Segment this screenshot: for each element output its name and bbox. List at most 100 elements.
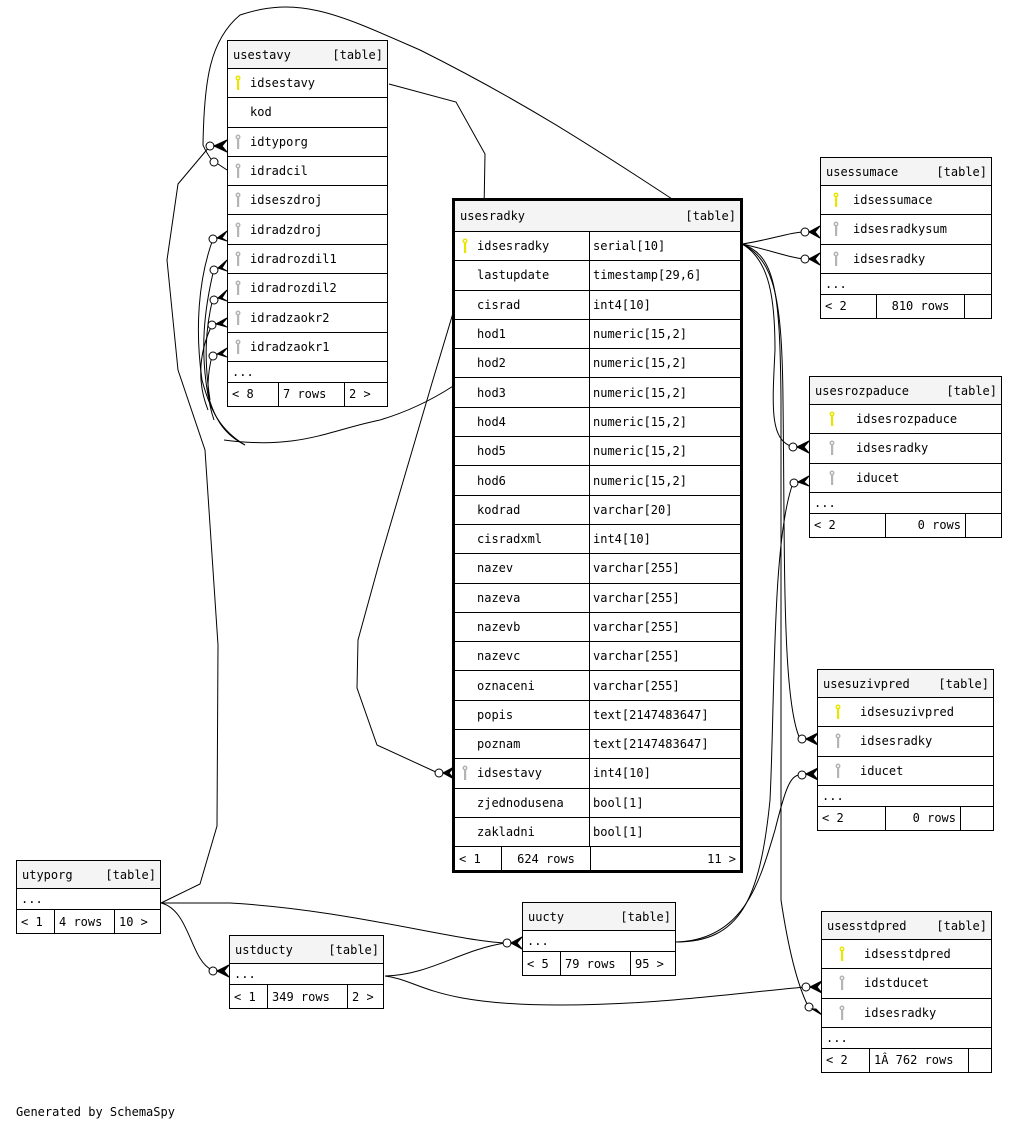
table-name[interactable]: usesstdpred xyxy=(827,918,907,933)
children-link[interactable]: 2 > xyxy=(347,985,383,1008)
column-name: idradrozdil2 xyxy=(250,281,337,296)
table-header: ustducty [table] xyxy=(230,936,383,964)
column-row[interactable]: idradzaokr2 xyxy=(228,303,387,333)
table-name[interactable]: ustducty xyxy=(235,942,293,957)
table-tag: [table] xyxy=(938,676,989,691)
table-name[interactable]: usesuzivpred xyxy=(823,676,910,691)
column-row[interactable]: idsesradkysum xyxy=(821,215,991,245)
parents-link[interactable]: < 8 xyxy=(232,387,254,402)
foreign-key-icon xyxy=(228,163,248,179)
column-row[interactable]: idsesstdpred xyxy=(822,940,991,970)
table-header: usesuzivpred [table] xyxy=(818,670,993,698)
column-name: iducet xyxy=(860,763,904,778)
column-row[interactable]: idstducet xyxy=(822,969,991,999)
column-row[interactable]: kod xyxy=(228,98,387,128)
table-header: usesstdpred [table] xyxy=(822,912,991,940)
column-row[interactable]: idradrozdil1 xyxy=(228,245,387,275)
foreign-key-icon xyxy=(818,733,858,749)
optional-marker xyxy=(797,734,807,744)
column-row[interactable]: idsesradky xyxy=(821,245,991,274)
parents-link[interactable]: < 1 xyxy=(21,914,43,929)
table-name[interactable]: uucty xyxy=(528,909,565,924)
table-name[interactable]: usestavy xyxy=(233,47,291,62)
column-name: idradzaokr1 xyxy=(250,339,330,354)
table-uucty[interactable]: uucty [table] ... < 5 79 rows 95 > xyxy=(522,902,676,976)
parents-link[interactable]: < 1 xyxy=(459,851,481,866)
table-utyporg[interactable]: utyporg [table] ... < 1 4 rows 10 > xyxy=(16,860,161,934)
column-row[interactable]: idsesradky xyxy=(810,434,1001,464)
optional-marker xyxy=(208,351,218,361)
children-link[interactable]: 95 > xyxy=(630,952,675,975)
parents-link[interactable]: < 2 xyxy=(825,299,847,314)
foreign-key-icon xyxy=(228,222,248,238)
crowfoot-marker xyxy=(215,347,228,358)
parents-link[interactable]: < 5 xyxy=(527,956,549,971)
parents-link[interactable]: < 2 xyxy=(822,811,844,826)
children-link[interactable]: 10 > xyxy=(114,910,160,933)
children-link[interactable]: 2 > xyxy=(344,382,387,406)
table-name[interactable]: utyporg xyxy=(22,867,73,882)
table-ustducty[interactable]: ustducty [table] ... < 1 349 rows 2 > xyxy=(229,935,384,1009)
table-name[interactable]: usesrozpaduce xyxy=(815,383,909,398)
table-name[interactable]: usessumace xyxy=(826,164,899,179)
row-count: 7 rows xyxy=(278,382,344,406)
column-row[interactable]: idseszdroj xyxy=(228,186,387,216)
column-row[interactable]: iducet xyxy=(818,757,993,786)
column-row[interactable]: idsesrozpaduce xyxy=(810,405,1001,435)
optional-marker xyxy=(800,254,810,264)
table-name[interactable]: usesradky xyxy=(460,209,526,223)
optional-marker xyxy=(434,768,444,778)
crowfoot-marker xyxy=(217,289,228,302)
column-row[interactable]: idsestavy xyxy=(228,69,387,99)
parents-link[interactable]: < 2 xyxy=(814,518,836,533)
column-row[interactable]: idradzdroj xyxy=(228,215,387,245)
column-name: hod3 xyxy=(477,385,506,400)
crowfoot-marker xyxy=(795,440,810,454)
table-usesstdpred[interactable]: usesstdpred [table] idsesstdpred idstduce… xyxy=(821,911,992,1073)
column-row[interactable]: idradcil xyxy=(228,157,387,187)
children-link xyxy=(964,294,991,318)
column-name: idradrozdil1 xyxy=(250,251,337,266)
column-row[interactable]: idsesuzivpred xyxy=(818,698,993,728)
column-row[interactable]: idsesradky xyxy=(818,727,993,757)
children-link[interactable]: 11 > xyxy=(590,847,740,871)
column-name: idstducet xyxy=(864,976,930,991)
primary-key-icon xyxy=(228,75,248,91)
parents-link[interactable]: < 2 xyxy=(826,1053,848,1068)
parents-link[interactable]: < 1 xyxy=(234,989,256,1004)
column-row[interactable]: idtyporg xyxy=(228,128,387,157)
edge-ustducty-uucty xyxy=(384,942,506,977)
column-row[interactable]: idsesradky xyxy=(822,999,991,1028)
column-row[interactable]: iducet xyxy=(810,464,1001,493)
foreign-key-icon xyxy=(810,440,854,456)
column-row[interactable]: idsessumace xyxy=(821,186,991,216)
column-row[interactable]: idradrozdil2 xyxy=(228,274,387,304)
column-row[interactable]: idradzaokr1 xyxy=(228,333,387,362)
